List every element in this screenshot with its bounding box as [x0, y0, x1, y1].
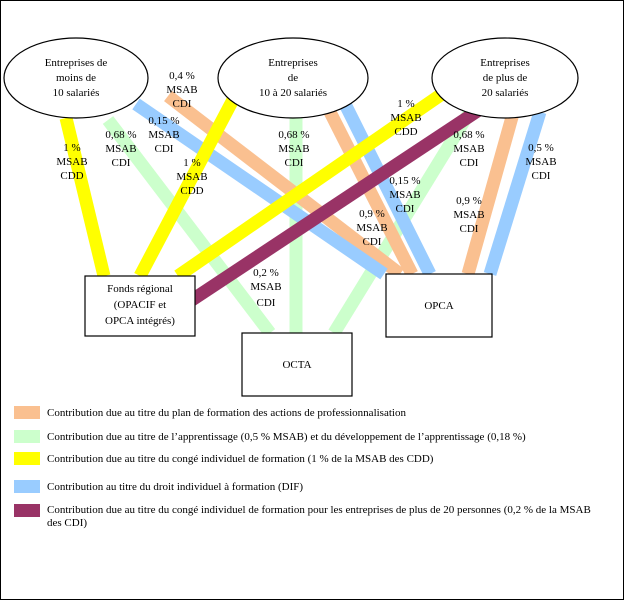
flow-label-l4-type: CDI [112, 157, 131, 169]
flow-label-l4-value: 0,68 % [105, 129, 136, 141]
flow-label-l10-value: 0,15 % [389, 175, 420, 187]
flow-label-l2: 0,15 % MSAB CDI [148, 115, 179, 155]
flow-label-l12-base: MSAB [356, 222, 387, 234]
flow-label-l10: 0,15 % MSAB CDI [389, 175, 420, 215]
flow-large-opca-plan [461, 108, 521, 276]
flow-label-l13-type: CDI [257, 297, 276, 309]
flow-mid-opca-plan [322, 105, 418, 277]
flows [59, 88, 547, 337]
flow-label-l5-type: CDD [180, 185, 203, 197]
flow-small-fonds-cif [59, 116, 111, 278]
node-entreprises-large: Entreprises de plus de 20 salariés [431, 37, 579, 119]
node-entreprises-mid-line2: de [288, 72, 299, 84]
flow-label-l3-type: CDD [60, 170, 83, 182]
flow-label-l8-value: 0,68 % [453, 129, 484, 141]
node-entreprises-large-line3: 20 salariés [482, 87, 529, 99]
flow-label-l11-value: 0,9 % [456, 195, 482, 207]
node-opca: OPCA [385, 273, 493, 338]
flow-small-opca-dif [132, 98, 388, 280]
node-fonds-regional: Fonds régional (OPACIF et OPCA intégrés) [84, 275, 196, 337]
flow-label-l1-type: CDI [173, 98, 192, 110]
flow-label-l1-value: 0,4 % [169, 70, 195, 82]
legend-text-dif: Contribution au titre du droit individue… [47, 481, 304, 493]
flow-label-l12-type: CDI [363, 236, 382, 248]
flow-label-l12: 0,9 % MSAB CDI [356, 208, 387, 248]
node-fonds-line1: Fonds régional [107, 283, 173, 295]
legend-swatch-apprentissage [14, 430, 40, 443]
flow-large-opca-dif [483, 110, 547, 276]
flow-label-l7-value: 1 % [397, 98, 414, 110]
flow-label-l3: 1 % MSAB CDD [56, 142, 87, 182]
node-opca-label: OPCA [424, 300, 453, 312]
flow-label-l9: 0,5 % MSAB CDI [525, 142, 556, 182]
flow-label-l10-base: MSAB [389, 189, 420, 201]
flow-label-l6-base: MSAB [278, 143, 309, 155]
flow-label-l7-type: CDD [394, 126, 417, 138]
node-entreprises-mid: Entreprises de 10 à 20 salariés [217, 37, 369, 119]
node-fonds-line3: OPCA intégrés) [105, 315, 175, 327]
flow-label-l9-type: CDI [532, 170, 551, 182]
flow-large-fonds-cif-cdi [188, 98, 492, 306]
flow-label-l5-value: 1 % [183, 157, 200, 169]
flow-label-l10-type: CDI [396, 203, 415, 215]
node-entreprises-small-line1: Entreprises de [45, 57, 108, 69]
node-entreprises-large-line1: Entreprises [480, 57, 529, 69]
flow-label-l6-value: 0,68 % [278, 129, 309, 141]
flow-label-l4: 0,68 % MSAB CDI [105, 129, 136, 169]
legend-text-plan: Contribution due au titre du plan de for… [47, 407, 406, 419]
flow-large-fonds-cif [174, 88, 446, 282]
node-entreprises-mid-line3: 10 à 20 salariés [259, 87, 327, 99]
flow-label-l1-base: MSAB [166, 84, 197, 96]
flow-label-l2-type: CDI [155, 143, 174, 155]
legend-swatch-cif-cdd [14, 452, 40, 465]
legend-swatch-cif-cdi [14, 504, 40, 517]
node-entreprises-small-line3: 10 salariés [53, 87, 100, 99]
node-fonds-line2: (OPACIF et [114, 299, 166, 311]
flow-label-l5-base: MSAB [176, 171, 207, 183]
node-entreprises-large-line2: de plus de [483, 72, 528, 84]
node-entreprises-small-line2: moins de [56, 72, 96, 84]
flow-label-l11-type: CDI [460, 223, 479, 235]
flow-label-l2-value: 0,15 % [148, 115, 179, 127]
flow-label-l11-base: MSAB [453, 209, 484, 221]
legend-text-cif-cdd: Contribution due au titre du congé indiv… [47, 453, 434, 465]
flow-label-l13-value: 0,2 % [253, 267, 279, 279]
flow-label-l6: 0,68 % MSAB CDI [278, 129, 309, 169]
flow-mid-fonds-cif [134, 90, 242, 280]
flow-mid-opca-dif [339, 101, 436, 277]
flow-label-l8: 0,68 % MSAB CDI [453, 129, 484, 169]
flow-label-l9-value: 0,5 % [528, 142, 554, 154]
flow-label-l1: 0,4 % MSAB CDI [166, 70, 197, 110]
flow-large-octa-apprentissage [328, 88, 488, 337]
flow-label-l9-base: MSAB [525, 156, 556, 168]
flow-label-l13: 0,2 % MSAB CDI [250, 267, 281, 309]
flow-label-l6-type: CDI [285, 157, 304, 169]
flow-label-l13-base: MSAB [250, 281, 281, 293]
legend-swatch-plan [14, 406, 40, 419]
flow-label-l8-type: CDI [460, 157, 479, 169]
node-octa-label: OCTA [282, 359, 311, 371]
flow-label-l4-base: MSAB [105, 143, 136, 155]
flow-small-octa-apprentissage [102, 116, 276, 337]
flow-label-l3-base: MSAB [56, 156, 87, 168]
flow-label-l7: 1 % MSAB CDD [390, 98, 421, 138]
flow-label-l8-base: MSAB [453, 143, 484, 155]
flow-label-l2-base: MSAB [148, 129, 179, 141]
flow-label-l3-value: 1 % [63, 142, 80, 154]
flow-label-l5: 1 % MSAB CDD [176, 157, 207, 197]
flow-label-l12-value: 0,9 % [359, 208, 385, 220]
node-entreprises-mid-line1: Entreprises [268, 57, 317, 69]
flow-label-l7-base: MSAB [390, 112, 421, 124]
legend-text-apprentissage: Contribution due au titre de l’apprentis… [47, 431, 526, 443]
legend [14, 406, 40, 517]
node-octa: OCTA [241, 332, 353, 397]
node-entreprises-small: Entreprises de moins de 10 salariés [3, 37, 149, 119]
legend-text-cif-cdi: Contribution due au titre du congé indiv… [47, 504, 591, 529]
legend-swatch-dif [14, 480, 40, 493]
flow-label-l11: 0,9 % MSAB CDI [453, 195, 484, 235]
flow-small-opca-plan [164, 90, 404, 280]
